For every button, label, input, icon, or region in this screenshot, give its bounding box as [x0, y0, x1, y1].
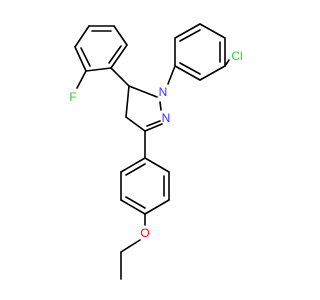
- bond: [80, 47, 91, 67]
- bond: [120, 239, 141, 253]
- bond: [120, 199, 146, 215]
- bond: [85, 67, 112, 72]
- bond: [144, 123, 163, 132]
- bond: [179, 62, 201, 75]
- bond: [167, 65, 176, 85]
- bond: [108, 45, 122, 64]
- bond: [146, 120, 161, 127]
- bond: [144, 157, 170, 173]
- bond: [113, 25, 128, 46]
- bond: [110, 67, 130, 87]
- oxygen-atom-label: O: [140, 226, 149, 240]
- bond: [125, 196, 146, 209]
- fluorine-atom-label: F: [69, 90, 76, 104]
- bond: [74, 46, 87, 72]
- bond: [74, 25, 90, 48]
- bond: [224, 59, 230, 67]
- chlorine-atom-label: Cl: [231, 49, 242, 63]
- bond: [76, 70, 87, 89]
- bond: [199, 65, 226, 81]
- bond: [120, 157, 146, 173]
- bond: [159, 101, 162, 111]
- atom-label-layer: Cl F N N O: [69, 49, 242, 240]
- bond: [199, 23, 226, 39]
- nitrogen-atom-label-n1: N: [159, 85, 168, 99]
- bond-layer: [74, 23, 230, 280]
- bond: [110, 44, 128, 69]
- bond: [174, 23, 201, 39]
- bond: [128, 85, 158, 98]
- bond: [125, 85, 130, 118]
- molecule-canvas: Cl F N N O: [69, 23, 243, 280]
- bond: [144, 199, 170, 215]
- nitrogen-atom-label-n2: N: [162, 111, 171, 125]
- bond: [125, 163, 146, 176]
- bond: [174, 65, 201, 81]
- bond: [125, 116, 146, 132]
- molecule-structure: Cl F N N O: [69, 23, 243, 280]
- bond: [179, 29, 201, 42]
